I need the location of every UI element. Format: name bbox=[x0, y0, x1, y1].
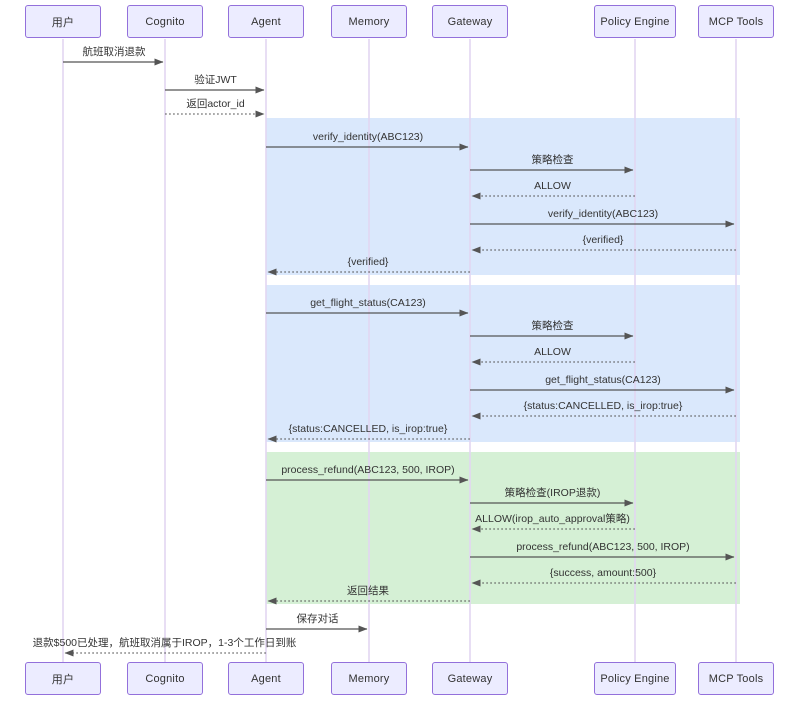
message-label-m07: verify_identity(ABC123) bbox=[547, 208, 659, 220]
message-label-m05: 策略检查 bbox=[531, 154, 574, 166]
participant-label: Agent bbox=[251, 15, 281, 28]
participant-label: 用户 bbox=[51, 673, 75, 686]
participant-label: MCP Tools bbox=[708, 672, 764, 685]
message-label-m16: process_refund(ABC123, 500, IROP) bbox=[281, 464, 455, 476]
message-label-m13: get_flight_status(CA123) bbox=[545, 374, 661, 386]
lifelines bbox=[62, 39, 737, 662]
message-label-m10: get_flight_status(CA123) bbox=[310, 297, 426, 309]
message-label-m15: {status:CANCELLED, is_irop:true} bbox=[288, 423, 448, 435]
participant-footer-policy[interactable]: Policy Engine bbox=[594, 662, 676, 695]
participant-footer-mcp[interactable]: MCP Tools bbox=[698, 662, 774, 695]
participant-footer-user[interactable]: 用户 bbox=[25, 662, 101, 695]
participant-label: Memory bbox=[348, 15, 390, 28]
message-label-m14: {status:CANCELLED, is_irop:true} bbox=[523, 400, 683, 412]
participant-footer-gateway[interactable]: Gateway bbox=[432, 662, 508, 695]
message-label-m21: 返回结果 bbox=[347, 585, 389, 597]
message-label-m17: 策略检查(IROP退款) bbox=[504, 487, 601, 499]
message-label-m01: 航班取消退款 bbox=[82, 46, 146, 58]
highlight-blocks bbox=[266, 118, 740, 604]
message-label-m08: {verified} bbox=[582, 234, 624, 246]
participant-label: Policy Engine bbox=[600, 672, 670, 685]
message-arrows bbox=[63, 58, 736, 657]
participant-header-gateway[interactable]: Gateway bbox=[432, 5, 508, 38]
participant-label: Gateway bbox=[447, 15, 493, 28]
message-label-m19: process_refund(ABC123, 500, IROP) bbox=[516, 541, 690, 553]
message-label-m22: 保存对话 bbox=[296, 613, 339, 625]
participant-label: Cognito bbox=[145, 672, 185, 685]
participant-header-cognito[interactable]: Cognito bbox=[127, 5, 203, 38]
message-label-m09: {verified} bbox=[347, 256, 389, 268]
participant-header-memory[interactable]: Memory bbox=[331, 5, 407, 38]
participant-footer-cognito[interactable]: Cognito bbox=[127, 662, 203, 695]
message-label-m18: ALLOW(irop_auto_approval策略) bbox=[475, 513, 630, 525]
block-process-refund bbox=[266, 452, 740, 604]
participant-label: MCP Tools bbox=[708, 15, 764, 28]
message-label-m11: 策略检查 bbox=[531, 320, 574, 332]
participant-header-mcp[interactable]: MCP Tools bbox=[698, 5, 774, 38]
participant-label: Memory bbox=[348, 672, 390, 685]
participant-footer-agent[interactable]: Agent bbox=[228, 662, 304, 695]
participant-footer-memory[interactable]: Memory bbox=[331, 662, 407, 695]
participant-header-policy[interactable]: Policy Engine bbox=[594, 5, 676, 38]
participant-label: Cognito bbox=[145, 15, 185, 28]
participant-label: 用户 bbox=[51, 16, 75, 29]
message-label-m04: verify_identity(ABC123) bbox=[312, 131, 424, 143]
participant-header-agent[interactable]: Agent bbox=[228, 5, 304, 38]
message-label-m12: ALLOW bbox=[534, 346, 571, 358]
participant-label: Agent bbox=[251, 672, 281, 685]
participant-label: Gateway bbox=[447, 672, 493, 685]
message-label-m20: {success, amount:500} bbox=[549, 567, 657, 579]
message-label-m03: 返回actor_id bbox=[186, 98, 245, 110]
message-label-m02: 验证JWT bbox=[194, 74, 237, 86]
message-label-m23: 退款$500已处理，航班取消属于IROP，1-3个工作日到账 bbox=[32, 637, 297, 649]
message-label-m06: ALLOW bbox=[534, 180, 571, 192]
participant-label: Policy Engine bbox=[600, 15, 670, 28]
participant-header-user[interactable]: 用户 bbox=[25, 5, 101, 38]
